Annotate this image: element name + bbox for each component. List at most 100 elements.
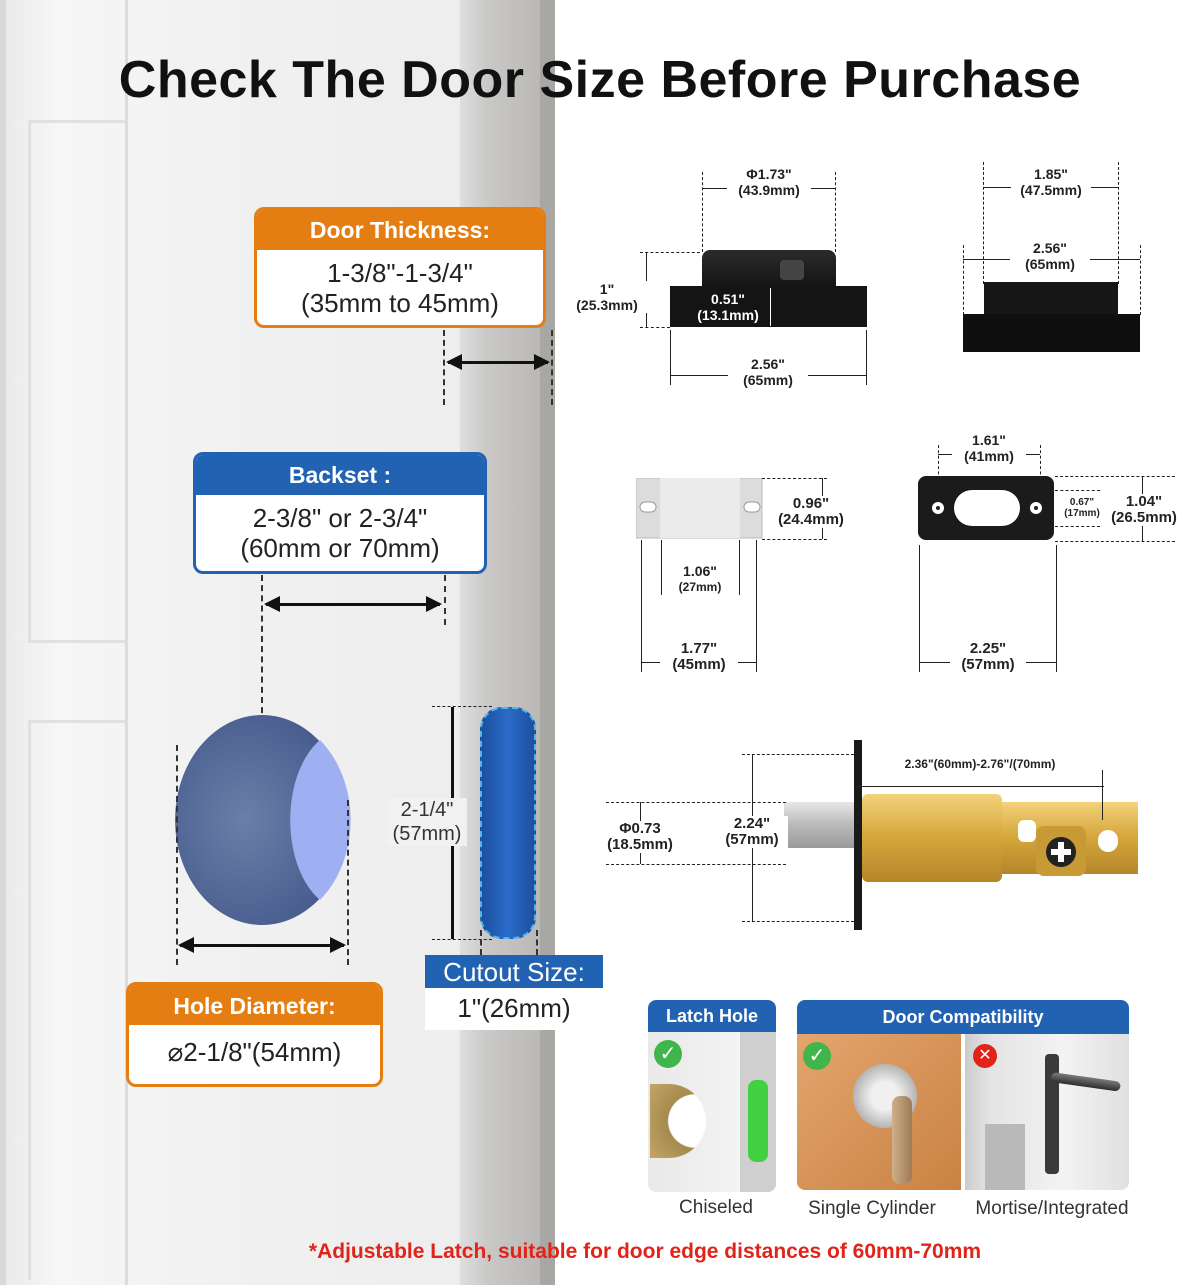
- latch-hole-caption: Chiseled: [679, 1197, 753, 1218]
- single-cylinder-caption: Single Cylinder: [808, 1198, 936, 1219]
- faceplate-h-label: 0.96" (24.4mm): [770, 496, 852, 528]
- lock-w-inch: 2.56": [751, 356, 785, 372]
- check-icon: ✓: [803, 1042, 831, 1070]
- backset-mm: (60mm or 70mm): [240, 533, 440, 563]
- door-thickness-inch: 1-3/8"-1-3/4": [327, 258, 473, 288]
- lock-h-inch: 1": [599, 281, 615, 297]
- latch-hole-card: Latch Hole ✓: [648, 1000, 776, 1192]
- latch-len-guide-bottom: [742, 921, 854, 922]
- latch-faceplate: [636, 478, 763, 539]
- thickness-arrow: [446, 354, 550, 370]
- faceplate-w-inch: 1.77": [680, 640, 718, 657]
- latch-adjust-line: [854, 786, 1104, 787]
- backset-inch: 2-3/8" or 2-3/4": [252, 503, 428, 533]
- lock-h-guide-top: [640, 252, 700, 253]
- keyhole-icon: [780, 260, 804, 280]
- lock-dia-mm: (43.9mm): [738, 182, 800, 198]
- door-thickness-value: 1-3/8"-1-3/4" (35mm to 45mm): [257, 250, 543, 318]
- door-edge-shadow: [540, 0, 555, 1285]
- mortise-backplate: [1045, 1054, 1059, 1174]
- strike-w-guide-r: [1056, 545, 1057, 672]
- latch-adjust-guide: [1102, 770, 1103, 820]
- plate-w-mm: (65mm): [1025, 256, 1075, 272]
- page-title: Check The Door Size Before Purchase: [118, 51, 1082, 109]
- faceplate-h-mm: (24.4mm): [778, 511, 844, 528]
- door-thickness-box: Door Thickness: 1-3/8"-1-3/4" (35mm to 4…: [254, 207, 546, 328]
- faceplate-w-mm: (45mm): [672, 656, 726, 673]
- lock-h-label: 1" (25.3mm): [566, 281, 648, 313]
- faceplate-inner-mm: (27mm): [678, 580, 722, 594]
- strike-hole-label: 0.67" (17mm): [1058, 497, 1106, 519]
- lock-inner-label: 0.51" (13.1mm): [688, 291, 768, 323]
- door-thickness-mm: (35mm to 45mm): [301, 288, 499, 318]
- cutout-guide-top: [432, 706, 492, 707]
- hole-diameter-heading: Hole Diameter:: [129, 985, 380, 1025]
- faceplate-inner-guide-r: [739, 540, 740, 595]
- strike-h-guide-top: [1055, 476, 1175, 477]
- lock-inner-mm: (13.1mm): [697, 307, 759, 323]
- cutout-heading: Cutout Size:: [425, 955, 603, 988]
- plate-top-guide-r: [1118, 162, 1119, 284]
- lever-handle-icon: [1050, 1072, 1122, 1092]
- plate-w-label: 2.56" (65mm): [1010, 240, 1090, 272]
- strike-w-guide-l: [919, 545, 920, 672]
- mounting-plate-base: [963, 314, 1140, 352]
- latch-bolt: [784, 740, 1138, 930]
- backset-guide-left: [261, 575, 263, 825]
- lock-h-mm: (25.3mm): [576, 297, 638, 313]
- strike-w-mm: (57mm): [961, 656, 1015, 673]
- latch-len-mm: (57mm): [725, 831, 779, 848]
- mortise-caption: Mortise/Integrated: [975, 1198, 1129, 1219]
- deadbolt-base: [670, 286, 867, 327]
- latch-dia-guide-top: [606, 802, 786, 803]
- hole-guide-left: [176, 745, 178, 965]
- cutout-guide-right: [536, 930, 538, 955]
- strike-hole-inch: 0.67": [1069, 497, 1095, 508]
- hole-diameter-box: Hole Diameter: ⌀2-1/8"(54mm): [126, 982, 383, 1087]
- latch-len-inch: 2.24": [733, 815, 771, 832]
- cross-icon: ✕: [973, 1044, 997, 1068]
- strike-h-guide-bottom: [1055, 541, 1175, 542]
- mortise-photo: ✕: [965, 1034, 1129, 1190]
- strike-top-mm: (41mm): [964, 448, 1014, 464]
- cutout-guide-bottom: [432, 939, 492, 940]
- door-thickness-heading: Door Thickness:: [257, 210, 543, 250]
- backset-arrow: [264, 596, 442, 612]
- latch-cutout-illustration: [480, 707, 536, 939]
- lock-dia-label: Φ1.73" (43.9mm): [727, 166, 811, 198]
- plate-top-guide-l: [983, 162, 984, 284]
- strike-w-label: 2.25" (57mm): [950, 641, 1026, 673]
- cutout-height-label: 2-1/4" (57mm): [387, 798, 467, 846]
- backset-guide-right: [444, 575, 446, 625]
- mortise-door-frame: [985, 1124, 1025, 1190]
- latch-adjust-label: 2.36"(60mm)-2.76"/(70mm): [904, 757, 1056, 771]
- cutout-size-box: Cutout Size: 1"(26mm): [425, 955, 603, 1030]
- plate-top-inch: 1.85": [1034, 166, 1068, 182]
- cutout-value: 1"(26mm): [457, 993, 571, 1023]
- faceplate-inner-guide-l: [661, 540, 662, 595]
- cutout-height-mm: (57mm): [392, 823, 462, 845]
- backset-heading: Backset :: [196, 455, 484, 495]
- faceplate-w-label: 1.77" (45mm): [660, 641, 738, 673]
- single-cylinder-photo: ✓: [797, 1034, 961, 1190]
- faceplate-h-inch: 0.96": [792, 495, 830, 512]
- cutout-height-inch: 2-1/4": [400, 799, 454, 821]
- strike-w-inch: 2.25": [969, 640, 1007, 657]
- lock-w-guide-l: [670, 330, 671, 385]
- faceplate-w-guide-l: [641, 540, 642, 672]
- thickness-guide-left: [443, 330, 445, 405]
- lock-dia-guide-r: [835, 172, 836, 252]
- strike-hole-guide-bottom: [1055, 526, 1100, 527]
- faceplate-h-guide-bottom: [762, 539, 827, 540]
- hole-diameter-value: ⌀2-1/8"(54mm): [167, 1037, 342, 1067]
- faceplate-w-guide-r: [756, 540, 757, 672]
- backset-value: 2-3/8" or 2-3/4" (60mm or 70mm): [196, 495, 484, 563]
- plate-w-guide-r: [1140, 245, 1141, 315]
- hole-arrow: [178, 937, 346, 953]
- strike-h-mm: (26.5mm): [1111, 509, 1177, 526]
- faceplate-h-guide-top: [762, 478, 827, 479]
- latch-dia-inch: Φ0.73: [619, 820, 661, 837]
- latch-bore: [650, 1084, 706, 1158]
- plate-top-mm: (47.5mm): [1020, 182, 1082, 198]
- lock-inner-inch: 0.51": [711, 291, 745, 307]
